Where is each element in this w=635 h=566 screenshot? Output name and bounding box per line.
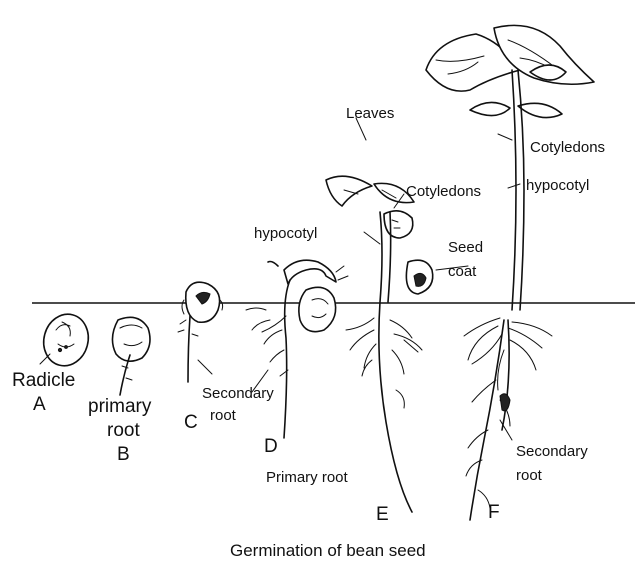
label-secondary-root-d-line2: root xyxy=(210,407,237,424)
stage-c-seedling xyxy=(178,282,223,382)
caption: Germination of bean seed xyxy=(230,541,426,560)
stage-letter-e: E xyxy=(376,504,389,525)
label-secondary-root-f-line2: root xyxy=(516,467,543,484)
stage-d-seedling xyxy=(246,260,348,438)
label-secondary-root-d-line1: Secondary xyxy=(202,385,274,402)
stage-letter-a: A xyxy=(33,394,46,415)
label-hypocotyl-f: hypocotyl xyxy=(526,177,589,194)
label-primary-root-d: Primary root xyxy=(266,469,349,486)
label-primary-root-b-line1: primary xyxy=(88,396,152,417)
stage-letter-b: B xyxy=(117,444,130,465)
stage-e-plant xyxy=(326,176,433,512)
stage-b-seedling xyxy=(112,317,150,395)
stage-letter-f: F xyxy=(488,502,500,523)
stage-letter-d: D xyxy=(264,436,278,457)
label-secondary-root-f-line1: Secondary xyxy=(516,443,588,460)
stage-a-seed xyxy=(38,309,94,371)
label-primary-root-b-line2: root xyxy=(107,420,140,441)
label-cotyledons-f: Cotyledons xyxy=(530,139,605,156)
label-seed-coat-line1: Seed xyxy=(448,239,483,256)
label-leaves: Leaves xyxy=(346,105,394,122)
stage-letter-c: C xyxy=(184,412,198,433)
label-seed-coat-line2: coat xyxy=(448,263,477,280)
label-cotyledons-e: Cotyledons xyxy=(406,183,481,200)
label-radicle: Radicle xyxy=(12,370,75,391)
label-hypocotyl-d: hypocotyl xyxy=(254,225,317,242)
